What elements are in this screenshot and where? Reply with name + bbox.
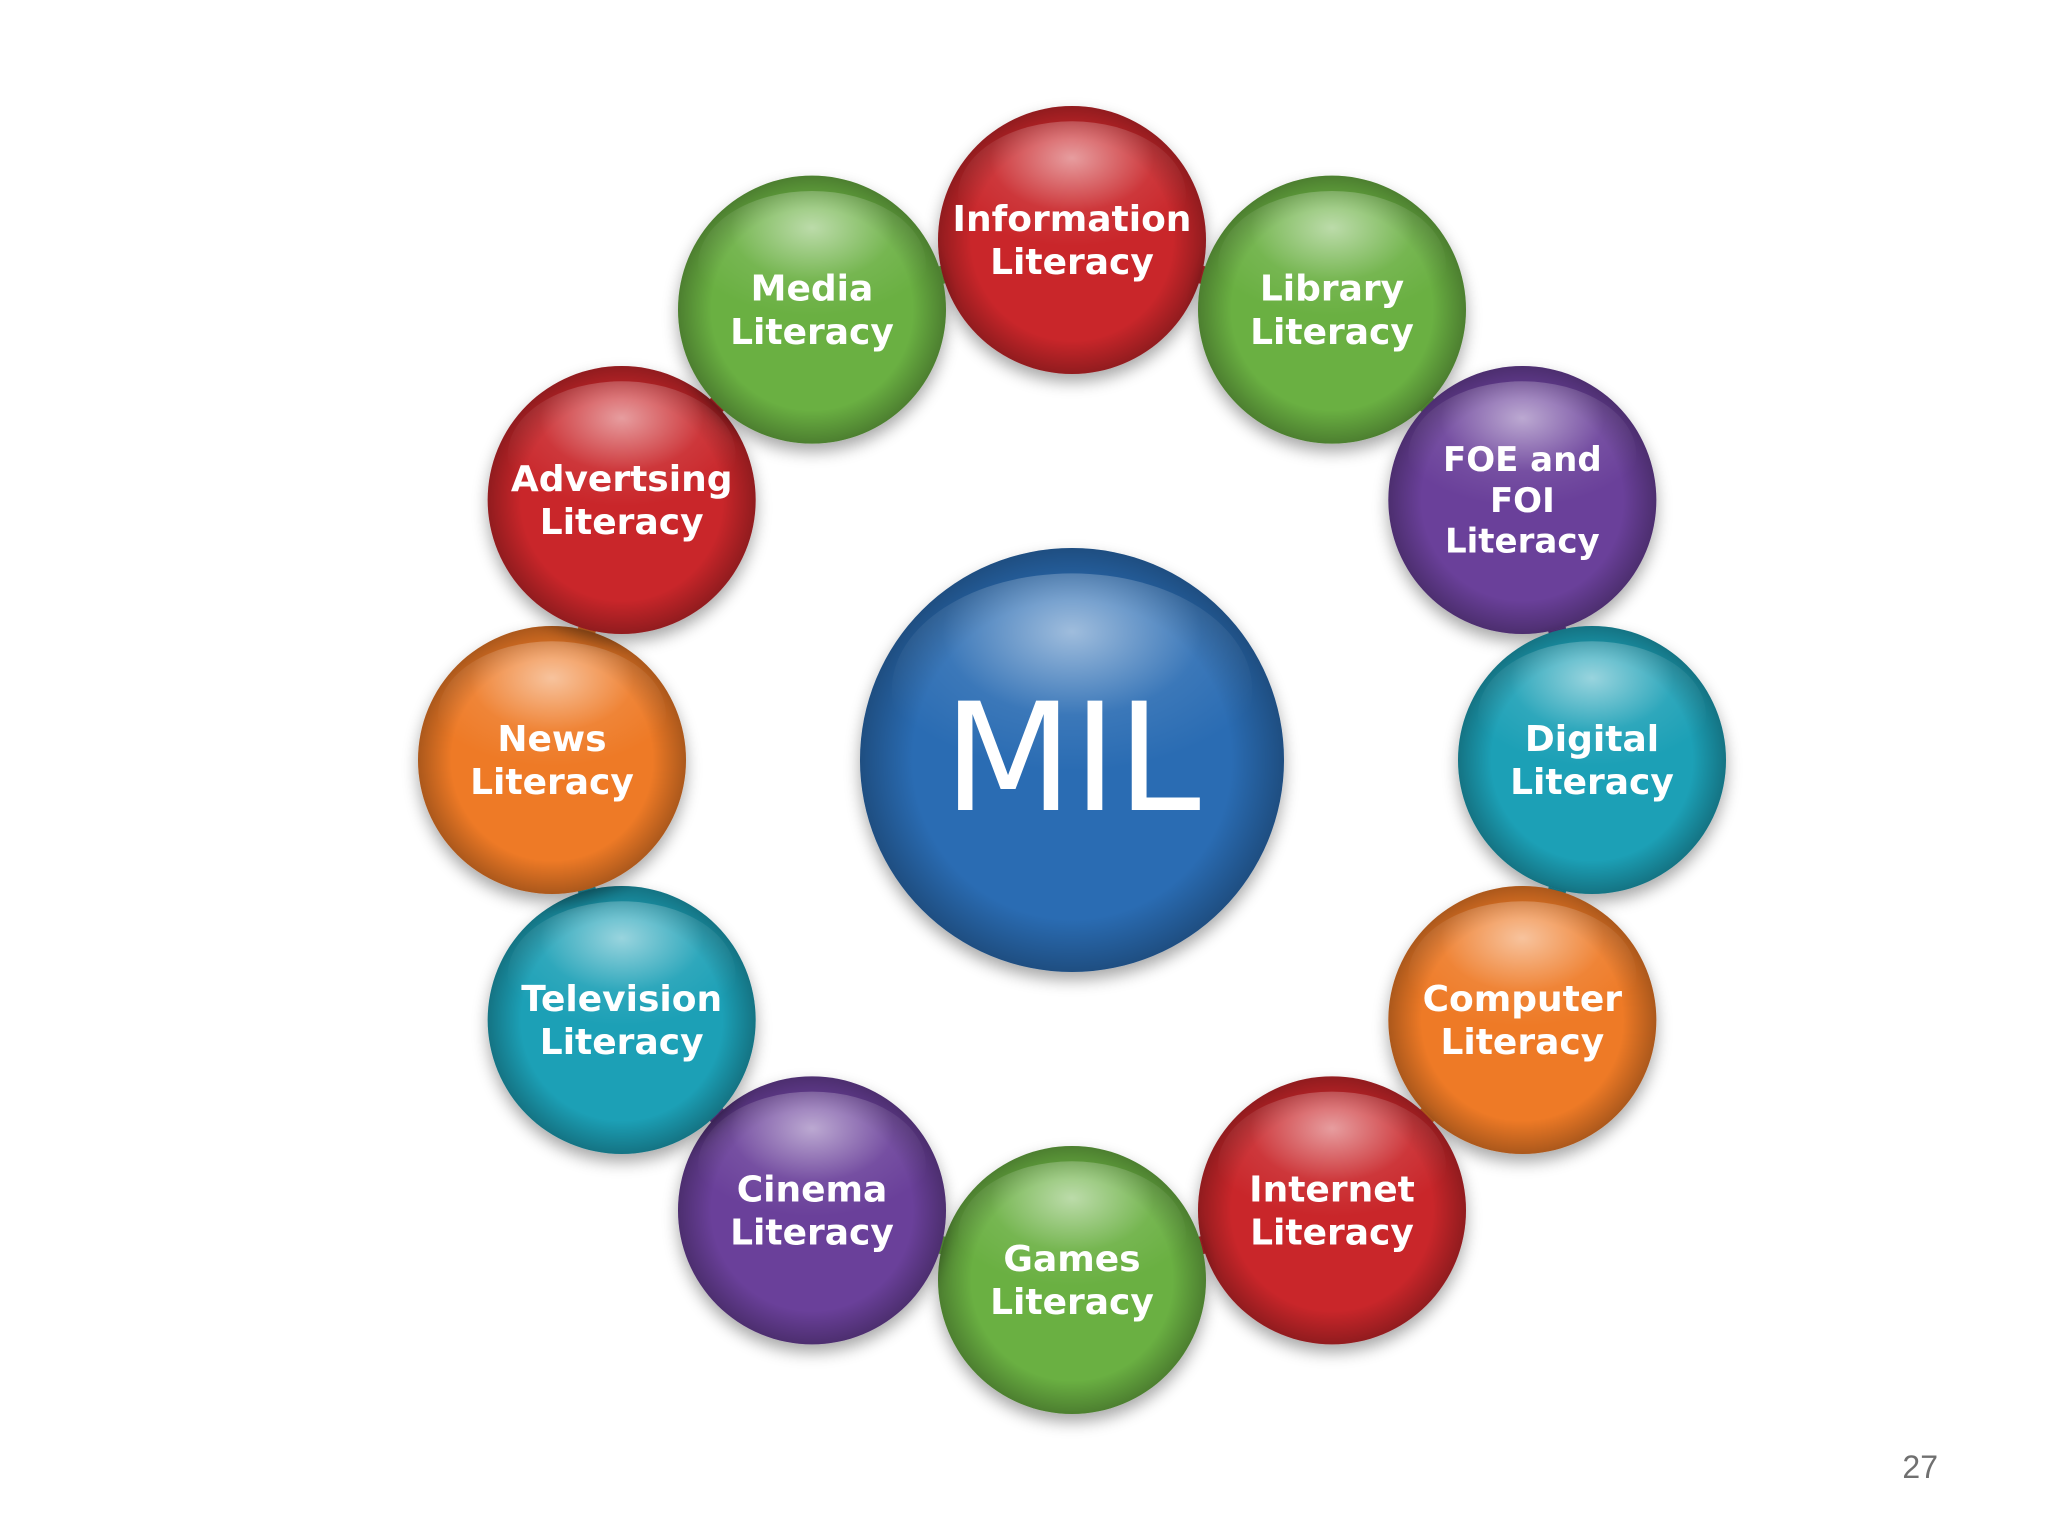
page-number: 27	[1902, 1449, 1938, 1485]
center-node: MIL	[860, 548, 1284, 972]
center-label: MIL	[943, 672, 1200, 846]
